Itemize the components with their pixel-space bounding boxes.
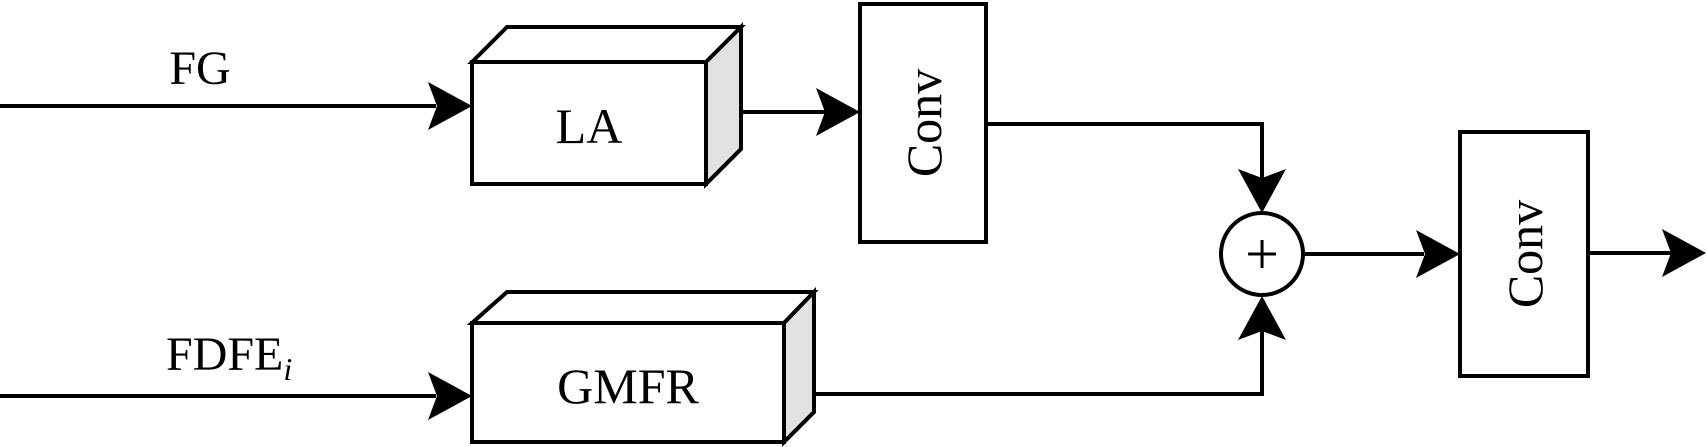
la-block: LA (467, 22, 746, 189)
adder-symbol: + (1245, 221, 1279, 287)
fg-label: FG (169, 42, 230, 95)
gmfr-block: GMFR (466, 287, 819, 447)
conv-right-block: Conv (1458, 130, 1590, 378)
conv-to-adder-arrowhead (1238, 169, 1286, 213)
la-label: LA (556, 98, 623, 154)
fdfe-arrowhead (428, 372, 472, 420)
conv-right-label: Conv (1497, 200, 1553, 308)
la-to-conv-arrowhead (816, 88, 860, 136)
conv-to-adder-line (986, 122, 1264, 180)
conv-upper-block: Conv (858, 2, 988, 244)
gmfr-to-adder-arrowhead (1238, 296, 1286, 340)
gmfr-label: GMFR (557, 358, 699, 414)
fg-arrowhead (428, 82, 472, 130)
fdfe-label: FDFEi (166, 328, 292, 387)
adder-node: + (1219, 211, 1305, 297)
conv-upper-label: Conv (896, 69, 952, 177)
gmfr-to-adder-line (814, 330, 1264, 396)
adder-to-conv-arrowhead (1416, 230, 1460, 278)
output-arrowhead (1662, 229, 1706, 277)
